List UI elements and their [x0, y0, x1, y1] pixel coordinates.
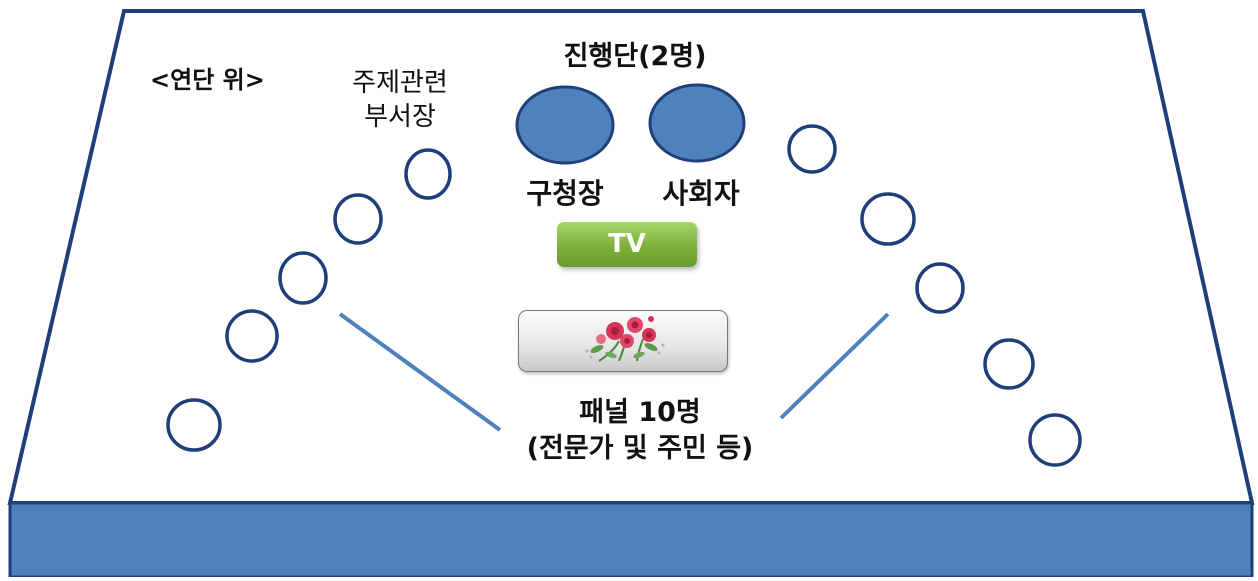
seat-right-4: [983, 338, 1035, 390]
stage-front: [8, 501, 1254, 579]
seat-right-2: [860, 192, 916, 246]
stage-top-label: <연단 위>: [150, 66, 265, 94]
mc-label: 사회자: [662, 177, 740, 210]
panel-line-left: [338, 312, 502, 432]
seat-left-3: [278, 251, 328, 305]
seat-left-4: [225, 309, 279, 363]
flower-table: [518, 310, 728, 372]
mayor-label: 구청장: [526, 177, 604, 210]
dept-head-label: 주제관련 부서장: [330, 66, 470, 134]
panel-label: 패널 10명 (전문가 및 주민 등): [480, 395, 800, 467]
hosts-label: 진행단(2명): [563, 41, 707, 72]
seat-left-2: [333, 193, 383, 245]
seat-right-5: [1028, 413, 1082, 467]
panel-line-right: [779, 312, 890, 420]
rose-bouquet-icon: [585, 316, 665, 362]
dept-head-label-line2: 부서장: [364, 102, 436, 132]
dept-head-label-line1: 주제관련: [352, 68, 448, 98]
panel-label-line1: 패널 10명: [579, 397, 701, 428]
seat-left-5: [166, 398, 222, 452]
seat-mayor: [515, 85, 615, 165]
panel-label-line2: (전문가 및 주민 등): [526, 433, 754, 464]
seat-left-1: [404, 148, 452, 200]
tv-box: TV: [557, 222, 697, 267]
seat-right-1: [787, 124, 837, 174]
seat-mc: [648, 83, 746, 163]
seat-right-3: [915, 262, 965, 314]
